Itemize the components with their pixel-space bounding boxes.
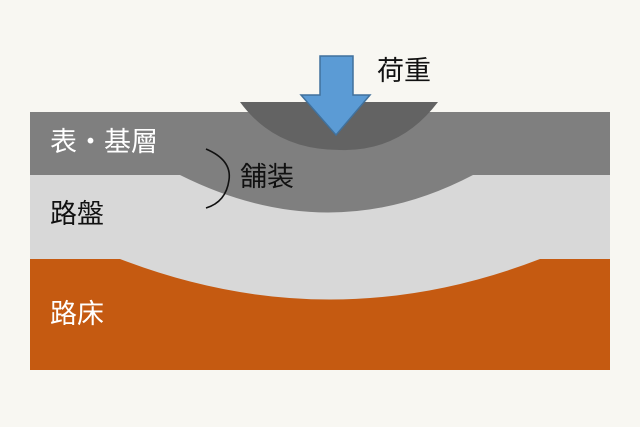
roadbed-layer [30,175,610,300]
load-label: 荷重 [377,56,431,87]
pavement-label: 舗装 [240,162,294,193]
surface-layer [30,112,610,213]
surface-base-course-label: 表・基層 [50,127,158,158]
subgrade-label: 路床 [50,299,104,330]
roadbed-label: 路盤 [50,199,104,230]
pavement-brace [205,148,231,209]
load-arrow-icon [299,55,372,137]
